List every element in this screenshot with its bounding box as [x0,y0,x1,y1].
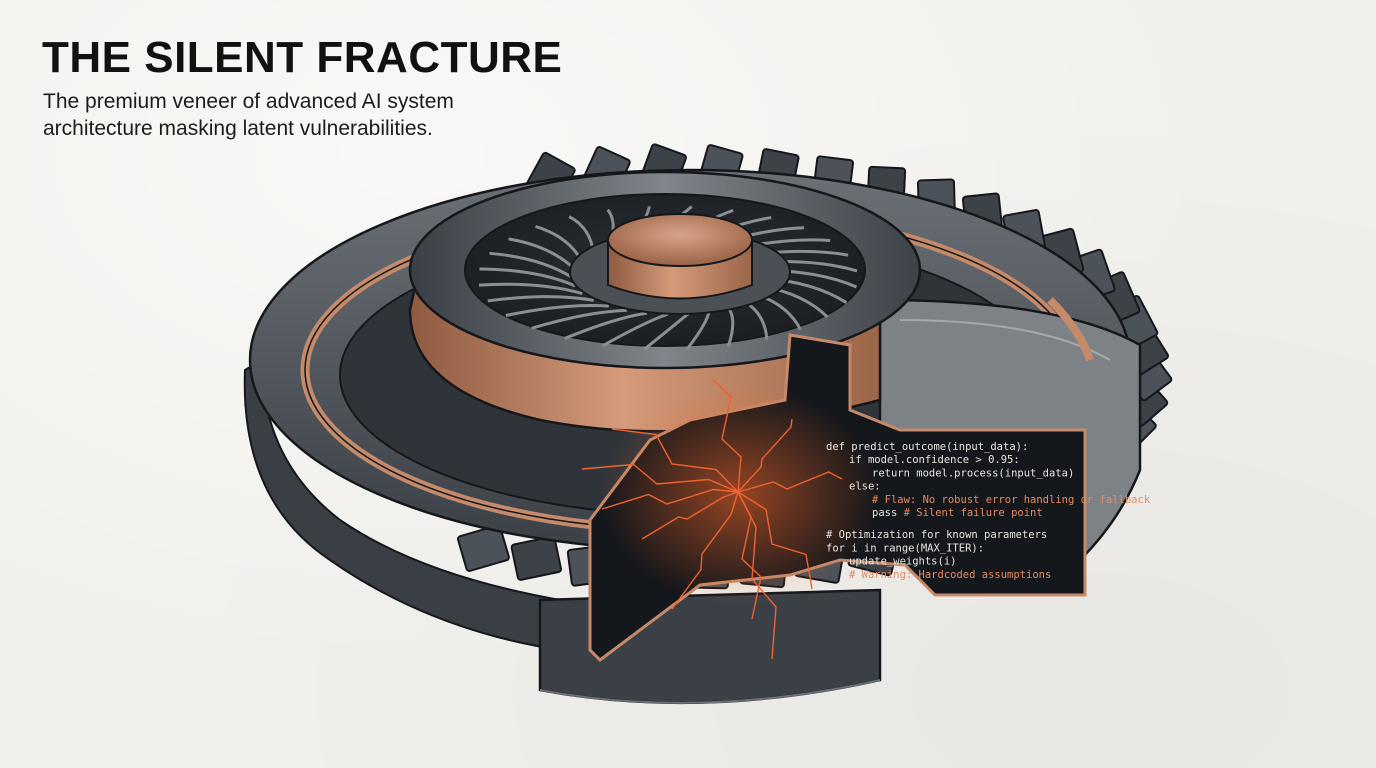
embedded-code-block: def predict_outcome(input_data):if model… [826,441,1151,581]
turbine-blade [531,308,627,330]
crack-line [711,378,742,493]
crack-lines [581,378,843,660]
subtitle-line-1: The premium veneer of advanced AI system [43,90,454,113]
code-line: # Optimization for known parameters [826,529,1047,541]
code-line: def predict_outcome(input_data): [826,441,1028,453]
copper-hub [569,213,791,315]
crack-line [671,491,739,610]
turbine-blade [479,267,576,288]
cutaway-section [581,333,1087,662]
turbine-blade [489,251,574,280]
code-line: if model.confidence > 0.95: [849,454,1020,466]
code-line: return model.process(input_data) [872,467,1074,479]
turbine-blade [564,311,648,340]
crack-line [581,463,739,493]
subtitle-line-2: architecture masking latent vulnerabilit… [43,117,433,140]
crack-line [737,491,777,660]
crack-line [601,488,739,510]
code-line: update_weights(i) [849,556,956,568]
crack-line [737,471,843,493]
code-line: for i in range(MAX_ITER): [826,542,984,554]
turbine-blade [602,312,669,347]
crack-line [641,491,739,540]
turbine-blade [643,311,691,351]
turbine-blade [478,282,583,296]
crack-line [611,428,739,493]
code-line: pass # Silent failure point [872,507,1043,519]
code-line: # Warning: Hardcoded assumptions [849,569,1051,581]
page-subtitle: The premium veneer of advanced AI system… [43,88,563,142]
turbine-blade [505,303,609,317]
code-line: # Flaw: No robust error handling or fall… [872,494,1151,506]
code-line: else: [849,481,881,493]
crack-line [737,491,813,590]
page-title: THE SILENT FRACTURE [42,33,563,82]
gear-tooth [510,535,562,581]
turbine-blade [487,295,594,303]
gear-tooth [457,524,510,572]
crack-line [737,418,793,493]
